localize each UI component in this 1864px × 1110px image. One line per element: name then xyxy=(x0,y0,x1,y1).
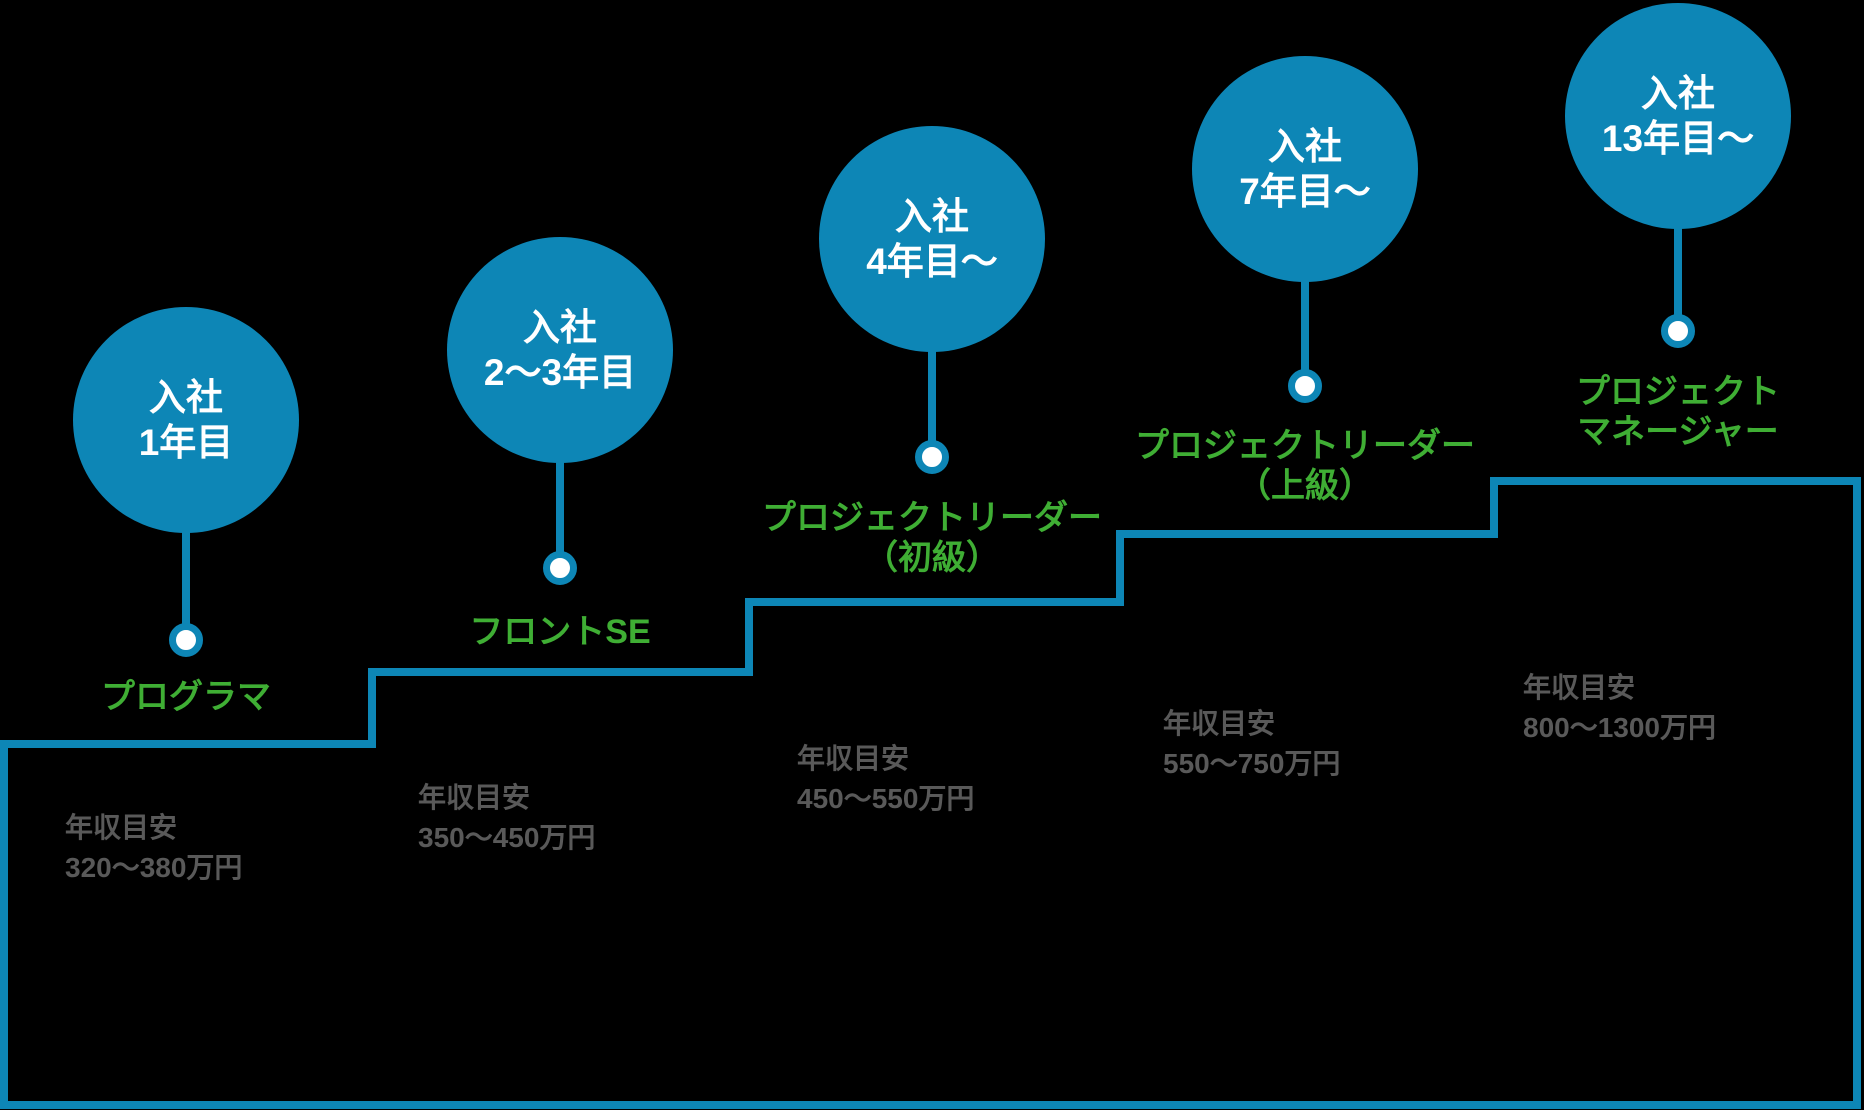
salary-block: 年収目安 800〜1300万円 xyxy=(1523,668,1716,748)
role-label: プログラマ xyxy=(0,677,436,717)
role-line1: プロジェクト xyxy=(1576,373,1780,411)
salary-label: 年収目安 xyxy=(797,743,910,774)
role-line1: プロジェクトリーダー xyxy=(762,499,1102,537)
tenure-line2: 7年目〜 xyxy=(1239,171,1371,212)
role-line2: （上級） xyxy=(1237,467,1373,505)
role-label: プロジェクト マネージャー xyxy=(1428,372,1864,452)
salary-label: 年収目安 xyxy=(1163,708,1276,739)
role-label: プロジェクトリーダー （初級） xyxy=(682,498,1182,578)
tenure-circle: 入社 7年目〜 xyxy=(1192,56,1418,282)
connector-line xyxy=(556,461,564,555)
salary-block: 年収目安 550〜750万円 xyxy=(1163,704,1340,784)
tenure-line1: 入社 xyxy=(1268,126,1342,167)
tenure-line1: 入社 xyxy=(1641,73,1715,114)
tenure-line2: 4年目〜 xyxy=(866,241,998,282)
tenure-circle: 入社 13年目〜 xyxy=(1565,3,1791,229)
salary-block: 年収目安 320〜380万円 xyxy=(65,808,242,888)
salary-value: 320〜380万円 xyxy=(65,852,243,883)
salary-label: 年収目安 xyxy=(65,812,178,843)
role-line2: （初級） xyxy=(864,539,1000,577)
salary-label: 年収目安 xyxy=(1523,672,1636,703)
role-line1: プログラマ xyxy=(101,678,271,716)
connector-line xyxy=(1301,280,1309,373)
salary-label: 年収目安 xyxy=(418,782,531,813)
connector-dot xyxy=(915,440,949,474)
tenure-circle: 入社 2〜3年目 xyxy=(447,237,673,463)
tenure-line1: 入社 xyxy=(149,377,223,418)
role-line1: フロントSE xyxy=(469,613,651,651)
tenure-line2: 2〜3年目 xyxy=(483,352,637,393)
tenure-line2: 13年目〜 xyxy=(1601,118,1755,159)
connector-dot xyxy=(1288,369,1322,403)
salary-block: 年収目安 350〜450万円 xyxy=(418,778,595,858)
tenure-line1: 入社 xyxy=(895,196,969,237)
tenure-circle: 入社 4年目〜 xyxy=(819,126,1045,352)
tenure-line2: 1年目 xyxy=(138,422,234,463)
connector-line xyxy=(182,531,190,627)
role-label: プロジェクトリーダー （上級） xyxy=(1055,426,1555,506)
salary-value: 450〜550万円 xyxy=(797,783,975,814)
tenure-circle: 入社 1年目 xyxy=(73,307,299,533)
salary-value: 550〜750万円 xyxy=(1163,748,1341,779)
connector-dot xyxy=(543,551,577,585)
salary-value: 800〜1300万円 xyxy=(1523,712,1717,743)
connector-line xyxy=(928,350,936,444)
salary-block: 年収目安 450〜550万円 xyxy=(797,739,974,819)
role-line2: マネージャー xyxy=(1577,413,1779,451)
connector-line xyxy=(1674,227,1682,318)
connector-dot xyxy=(1661,314,1695,348)
staircase-path xyxy=(0,477,1861,1109)
salary-value: 350〜450万円 xyxy=(418,822,596,853)
role-label: フロントSE xyxy=(310,612,810,652)
tenure-line1: 入社 xyxy=(523,307,597,348)
connector-dot xyxy=(169,623,203,657)
role-line1: プロジェクトリーダー xyxy=(1135,427,1475,465)
